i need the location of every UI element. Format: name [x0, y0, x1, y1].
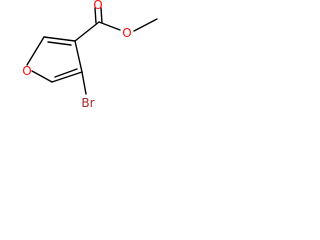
bond-c3-c4 [74, 40, 83, 73]
bond-c5-o1 [31, 70, 53, 83]
bond-ester-oxygen-methyl [133, 18, 158, 32]
bond-o1-c2 [26, 36, 45, 66]
bond-c4-bromine [81, 71, 87, 95]
bromine-label: Br [81, 96, 94, 110]
bond-c2-c3 [43, 36, 76, 42]
bond-carbonyl-double-b [100, 7, 103, 24]
bond-c3-carbonyl-carbon [74, 21, 100, 42]
bond-c4-c5 [51, 71, 83, 83]
bond-carbonyl-double-a [94, 7, 97, 24]
ester-oxygen-label: O [122, 26, 131, 40]
methyl-4-bromofuran-3-carboxylate-structure: O O O Br [22, 0, 158, 110]
atom-labels: O O O Br [22, 0, 131, 110]
bond-carbonyl-carbon-ester-oxygen [98, 21, 121, 31]
carbonyl-oxygen-label: O [93, 0, 102, 12]
ring-oxygen-label: O [22, 64, 31, 78]
bonds [26, 7, 158, 95]
bond-c4-c5-double [54, 68, 78, 78]
bond-c2-c3-double [47, 41, 72, 46]
